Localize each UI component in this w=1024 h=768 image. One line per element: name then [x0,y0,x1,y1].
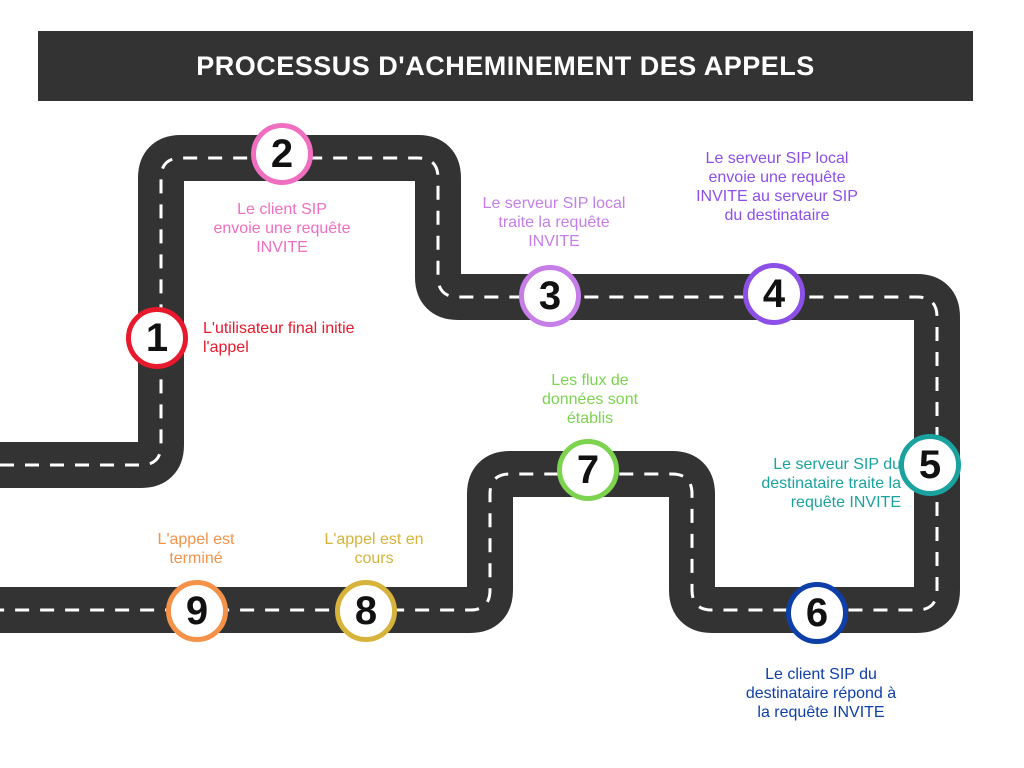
step-6-number: 6 [805,591,829,635]
step-5-label: Le serveur SIP du destinataire traite la… [761,456,901,511]
step-6-label: Le client SIP du destinataire répond à l… [745,666,897,721]
step-2-label: Le client SIP envoie une requête INVITE [213,201,351,256]
step-6-marker: 6 [786,582,848,644]
step-9-label: L'appel est terminé [157,531,235,567]
step-2-number: 2 [270,132,294,176]
title-banner: PROCESSUS D'ACHEMINEMENT DES APPELS [38,31,973,101]
road-upper [0,135,960,633]
step-4-label: Le serveur SIP local envoie une requête … [696,150,858,224]
step-7-label: Les flux de données sont établis [541,372,639,427]
step-9-marker: 9 [166,580,228,642]
step-1-marker: 1 [126,307,188,369]
step-8-number: 8 [354,589,378,633]
step-1-label: L'utilisateur final initie l'appel [203,320,355,356]
step-8-label: L'appel est en cours [324,531,424,567]
step-4-number: 4 [762,272,786,316]
step-4-marker: 4 [743,263,805,325]
step-7-marker: 7 [557,439,619,501]
step-3-label: Le serveur SIP local traite la requête I… [482,195,626,250]
step-1-number: 1 [145,316,169,360]
step-2-marker: 2 [251,123,313,185]
step-9-number: 9 [185,589,209,633]
step-8-marker: 8 [335,580,397,642]
step-3-number: 3 [538,274,562,318]
step-3-marker: 3 [519,265,581,327]
step-5-number: 5 [918,443,942,487]
page-title: PROCESSUS D'ACHEMINEMENT DES APPELS [196,50,815,81]
step-7-number: 7 [576,448,600,492]
step-5-marker: 5 [899,434,961,496]
